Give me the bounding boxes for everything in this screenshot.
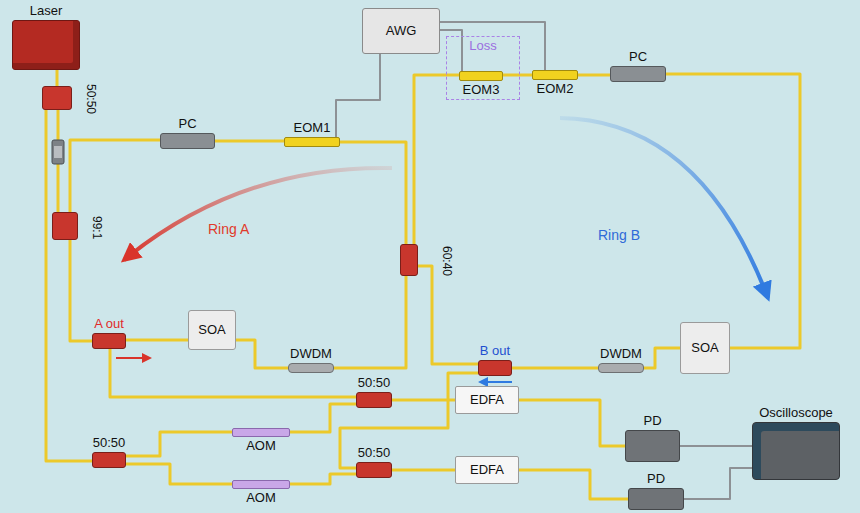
electrical-cable [440, 22, 545, 70]
component-label: SOA [198, 323, 225, 337]
eom-component: EOM3 [459, 71, 503, 81]
isolator-symbol [52, 140, 64, 164]
optical-fiber [126, 339, 188, 342]
optical-fiber [56, 70, 59, 86]
component-label: Loss [469, 39, 496, 53]
optical-fiber [70, 240, 92, 341]
loss-component: LossEOM3 [446, 36, 520, 100]
pc-component: PC [160, 133, 215, 149]
optical-fiber [290, 474, 356, 484]
component-label: PC [178, 117, 196, 131]
coupler-component: 50:50 [356, 462, 392, 478]
dwdm-component: DWDM [598, 363, 644, 373]
coupler-component: 50:50 [42, 86, 72, 110]
dwdm-component: DWDM [288, 363, 334, 373]
component-label: 50:50 [84, 84, 97, 114]
component-label: EOM2 [537, 82, 574, 96]
optical-fiber [578, 74, 610, 77]
coupler-component: 60:40 [400, 244, 418, 276]
optical-fiber [290, 404, 356, 432]
component-label: PD [643, 414, 661, 428]
component-label: EDFA [470, 393, 504, 407]
optical-fiber [236, 340, 288, 368]
optical-fiber [392, 399, 455, 402]
component-label: DWDM [290, 347, 332, 361]
component-label: Laser [30, 4, 63, 18]
component-label: 50:50 [358, 376, 391, 390]
soa-component: SOA [188, 310, 236, 350]
component-label: EOM3 [463, 83, 500, 97]
optical-fiber [418, 266, 478, 364]
optical-fiber [215, 140, 284, 143]
component-label: 50:50 [358, 446, 391, 460]
soa-component: SOA [680, 322, 730, 374]
component-label: AOM [246, 439, 276, 453]
component-label: AWG [386, 24, 417, 38]
eom-component: EOM1 [284, 137, 340, 147]
optical-fiber [340, 142, 406, 244]
component-label: 60:40 [440, 246, 453, 276]
output-direction-arrow [116, 357, 150, 359]
osc-component: Oscilloscope [752, 422, 840, 480]
illustration [52, 140, 64, 164]
optical-fiber [512, 367, 598, 370]
edfa-component: EDFA [455, 386, 519, 414]
electrical-cable [336, 54, 380, 137]
optical-fiber [414, 75, 459, 244]
component-label: B out [480, 344, 510, 358]
output-direction-arrow [480, 381, 512, 383]
component-label: 99:1 [90, 216, 103, 239]
electrical-cable [680, 445, 752, 447]
connector-group [46, 22, 800, 499]
component-label: DWDM [600, 347, 642, 361]
component-label: EOM1 [294, 121, 331, 135]
coupler-component: 50:50 [92, 452, 126, 468]
optical-fiber [519, 400, 625, 446]
component-label: Oscilloscope [759, 406, 833, 420]
edfa-component: EDFA [455, 456, 519, 484]
coupler-component: 99:1 [52, 212, 78, 240]
optical-fiber [70, 140, 160, 212]
optical-fiber [519, 470, 628, 499]
awg-component: AWG [362, 8, 440, 54]
pd-component: PD [628, 488, 684, 510]
component-label: A out [94, 317, 124, 331]
ring-label: Ring B [598, 228, 640, 243]
laser-component: Laser [12, 20, 80, 70]
eom-component: EOM2 [532, 70, 578, 80]
illustration [116, 118, 768, 382]
component-label: PC [629, 50, 647, 64]
aom-component: AOM [232, 428, 290, 437]
optical-fiber [666, 74, 800, 348]
component-label: AOM [246, 491, 276, 505]
aom-component: AOM [232, 480, 290, 489]
component-label: SOA [691, 341, 718, 355]
coupler-component: A out [92, 333, 126, 349]
electrical-cable [684, 468, 752, 499]
ring-label: Ring A [208, 222, 249, 237]
ring-direction-arrow [124, 168, 392, 260]
component-label: EDFA [470, 463, 504, 477]
pd-component: PD [625, 430, 680, 462]
pc-component: PC [610, 66, 666, 82]
optical-fiber [392, 469, 455, 472]
component-label: PD [647, 472, 665, 486]
isolator-symbol [54, 146, 62, 158]
ring-direction-arrow [560, 118, 768, 298]
coupler-component: B out [478, 360, 512, 376]
optical-fiber [503, 74, 532, 77]
optical-fiber [126, 432, 232, 456]
optical-fiber [126, 464, 232, 484]
component-label: 50:50 [93, 436, 126, 450]
coupler-component: 50:50 [356, 392, 392, 408]
optical-fiber [334, 276, 406, 368]
optical-fiber [644, 348, 680, 368]
